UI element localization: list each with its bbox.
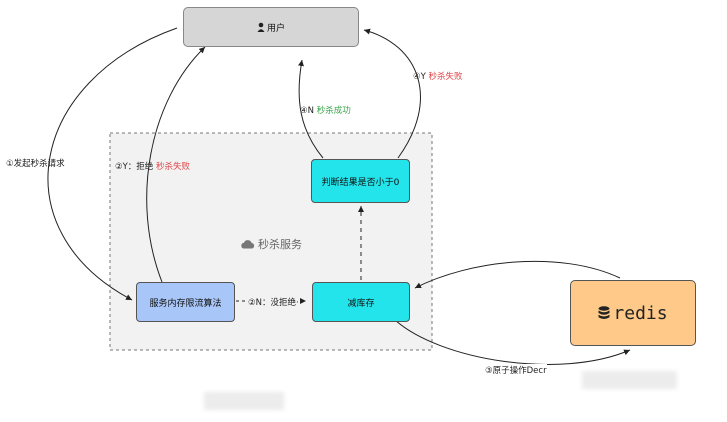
edge-atomic xyxy=(394,319,631,365)
group-label-text: 秒杀服务 xyxy=(258,238,302,251)
edge-fail xyxy=(363,28,421,159)
group-label: 秒杀服务 xyxy=(240,236,302,252)
node-throttle: 服务内存限流算法 xyxy=(136,282,235,322)
edge-success-prefix: ④N xyxy=(300,106,314,116)
edge-success-label: ④N 秒杀成功 xyxy=(300,104,351,116)
edge-atomic-label: ③原子操作Decr xyxy=(485,364,547,376)
edge-fail-label: ④Y 秒杀失败 xyxy=(413,70,463,82)
edge-redis-to-decrease xyxy=(414,260,621,289)
node-decrease: 减库存 xyxy=(312,282,410,322)
edge-success xyxy=(298,59,324,159)
check-label: 判断结果是否小于0 xyxy=(321,177,400,188)
edge-success-highlight: 秒杀成功 xyxy=(316,106,351,116)
edge-reject-prefix: ②Y：拒绝 xyxy=(115,162,154,172)
edge-reject xyxy=(146,46,206,283)
user-label: 用户 xyxy=(266,23,285,34)
node-check: 判断结果是否小于0 xyxy=(311,159,410,203)
watermark-patch xyxy=(582,371,677,389)
edge-reject-label: ②Y：拒绝 秒杀失败 xyxy=(115,160,190,172)
edge-request xyxy=(47,27,178,301)
node-redis: redis xyxy=(570,280,696,346)
watermark-patch xyxy=(204,392,284,410)
database-icon xyxy=(598,306,610,320)
node-user: 用户 xyxy=(183,7,359,47)
edge-fail-highlight: 秒杀失败 xyxy=(428,72,463,82)
user-icon xyxy=(257,22,265,32)
decrease-label: 减库存 xyxy=(347,298,375,309)
edge-pass-label: ②N：没拒绝· xyxy=(248,296,299,308)
throttle-label: 服务内存限流算法 xyxy=(149,298,222,309)
cloud-icon xyxy=(241,240,255,249)
edge-fail-prefix: ④Y xyxy=(413,72,426,82)
edge-request-label: ①发起秒杀请求 xyxy=(6,159,65,169)
edge-reject-highlight: 秒杀失败 xyxy=(156,162,191,172)
redis-label: redis xyxy=(613,302,668,324)
